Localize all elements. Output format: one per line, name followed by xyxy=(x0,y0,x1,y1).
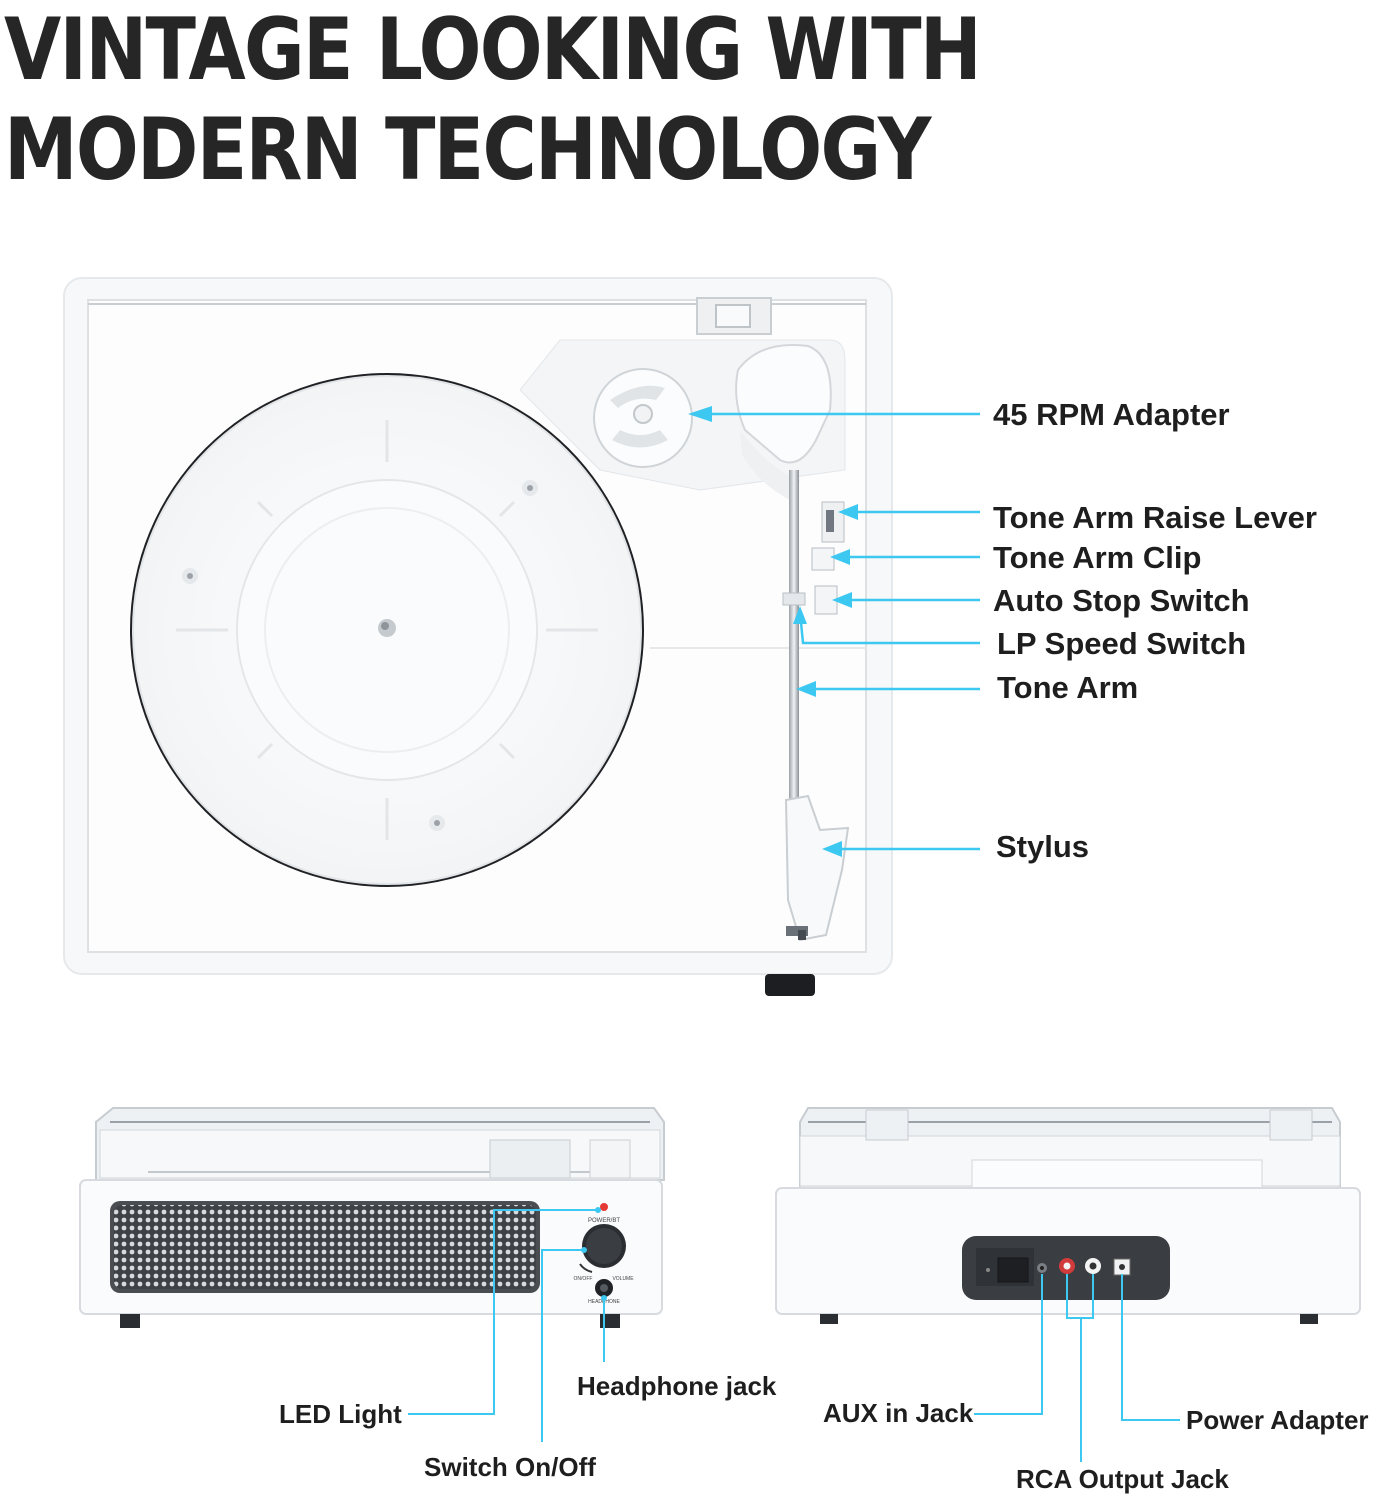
volume-text: VOLUME xyxy=(612,1276,634,1282)
headline: VINTAGE LOOKING WITH MODERN TECHNOLOGY xyxy=(4,0,982,200)
label-aux-in-jack: AUX in Jack xyxy=(823,1398,974,1428)
label-tone-arm: Tone Arm xyxy=(997,670,1139,705)
label-switch-on-off: Switch On/Off xyxy=(424,1452,596,1482)
power-bt-text: POWER/BT xyxy=(588,1218,620,1224)
label-headphone-jack: Headphone jack xyxy=(577,1371,777,1401)
headline-line-2: MODERN TECHNOLOGY xyxy=(4,100,931,200)
label-tone-arm-clip: Tone Arm Clip xyxy=(993,540,1202,575)
label-power-adapter: Power Adapter xyxy=(1186,1405,1369,1435)
label-auto-stop-switch: Auto Stop Switch xyxy=(993,583,1250,618)
label-tone-arm-raise-lever: Tone Arm Raise Lever xyxy=(993,500,1317,535)
headline-line-1: VINTAGE LOOKING WITH xyxy=(4,0,982,100)
label-45-rpm-adapter: 45 RPM Adapter xyxy=(993,397,1230,432)
label-lp-speed-switch: LP Speed Switch xyxy=(997,626,1247,661)
label-rca-output-jack: RCA Output Jack xyxy=(1016,1464,1229,1494)
label-led-light: LED Light xyxy=(279,1399,402,1429)
label-stylus: Stylus xyxy=(996,829,1090,864)
onoff-text: ON/OFF xyxy=(574,1276,593,1282)
